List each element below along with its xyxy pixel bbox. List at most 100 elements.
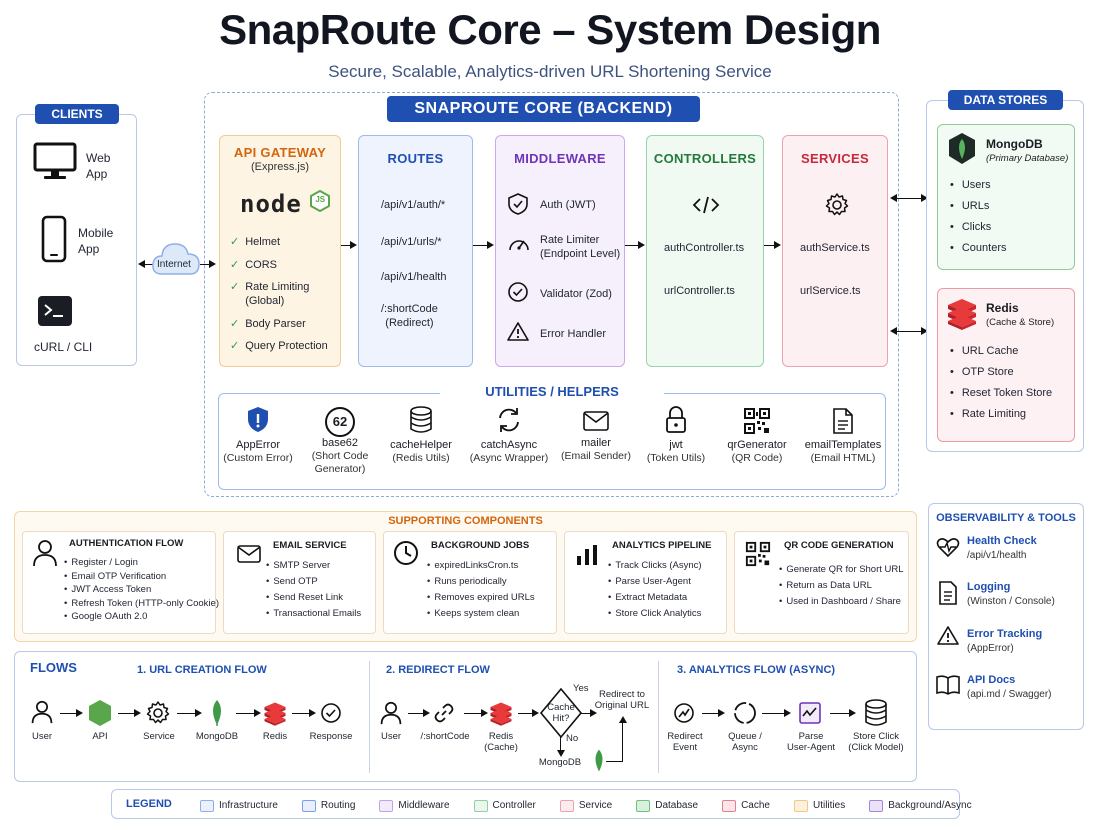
card-title: ANALYTICS PIPELINE <box>612 540 712 551</box>
arrow-line <box>292 713 310 714</box>
base62-badge-icon: 62 <box>325 407 355 437</box>
pulse-chart-icon <box>798 701 822 730</box>
obs-item-sub: (Winston / Console) <box>967 596 1055 607</box>
util-desc: (Short Code Generator) <box>311 450 369 475</box>
mongodb-sub: (Primary Database) <box>986 153 1069 164</box>
arrow-line <box>143 264 155 265</box>
refresh-icon <box>499 408 519 432</box>
client-cli-label: cURL / CLI <box>34 340 93 354</box>
monitor-icon <box>33 142 77 187</box>
obs-item-sub: /api/v1/health <box>967 550 1027 561</box>
arrow-line <box>830 713 850 714</box>
controller-item: authController.ts <box>664 242 745 254</box>
redirect-target-label: Redirect to Original URL <box>594 689 650 711</box>
util-name: catchAsync <box>480 439 538 451</box>
util-name: mailer <box>581 437 611 449</box>
warning-icon <box>936 625 960 652</box>
obs-item-title: Error Tracking <box>967 628 1043 640</box>
clock-icon <box>392 539 420 572</box>
list-item: Send Reset Link <box>266 590 361 606</box>
arrowhead <box>532 709 539 717</box>
arrow-line <box>895 331 922 332</box>
util-name: AppError <box>235 439 281 451</box>
document-icon <box>833 408 853 434</box>
database-icon <box>863 698 889 733</box>
decision-no-label: No <box>566 733 579 744</box>
warning-icon <box>507 321 529 348</box>
arrowhead <box>638 241 645 249</box>
mail-icon <box>583 411 609 431</box>
legend-label: Middleware <box>398 800 450 812</box>
arrow-line <box>200 264 210 265</box>
service-item: authService.ts <box>800 242 870 254</box>
mongodb-item: Users <box>950 175 991 196</box>
arrow-line <box>341 245 351 246</box>
list-item: Return as Data URL <box>779 578 904 594</box>
list-item: Transactional Emails <box>266 606 361 622</box>
user-icon <box>379 700 403 731</box>
util-desc: (QR Code) <box>731 452 783 464</box>
legend-label: Routing <box>320 800 356 812</box>
util-cachehelper: cacheHelper (Redis Utils) <box>382 405 460 465</box>
list-item: Register / Login <box>64 556 219 570</box>
redirect-flow-title: 2. REDIRECT FLOW <box>386 664 490 676</box>
legend-swatch <box>559 799 574 812</box>
arrow-line <box>622 722 623 762</box>
list-item: Google OAuth 2.0 <box>64 610 219 624</box>
legend-item: Cache <box>722 797 770 815</box>
arrowhead <box>254 709 261 717</box>
flow-step-label: Redis <box>262 731 288 742</box>
flows-title: FLOWS <box>30 660 77 675</box>
log-document-icon <box>938 581 958 610</box>
arrowhead <box>423 709 430 717</box>
controllers-title: CONTROLLERS <box>653 151 757 166</box>
legend-swatch <box>301 799 316 812</box>
arrowhead <box>350 241 357 249</box>
internet-cloud-icon <box>150 232 202 287</box>
js-badge-text: JS <box>315 195 326 204</box>
utilities-title: UTILITIES / HELPERS <box>440 384 664 399</box>
arrowhead <box>718 709 725 717</box>
check-circle-icon <box>507 281 529 308</box>
arrow-line <box>118 713 135 714</box>
util-desc: (Redis Utils) <box>392 452 450 464</box>
legend-item: Infrastructure <box>200 797 278 815</box>
legend-swatch <box>379 799 394 812</box>
util-mailer: mailer (Email Sender) <box>558 409 634 463</box>
arrowhead <box>921 327 928 335</box>
card-list: Register / Login Email OTP Verification … <box>64 556 219 624</box>
flow-step-label: API <box>92 731 108 742</box>
middleware-item: Auth (JWT) <box>540 199 596 211</box>
middleware-column <box>495 135 625 367</box>
mongodb-leaf-icon <box>592 748 606 779</box>
decision-label: Cache Hit? <box>547 702 575 724</box>
flow-step-label: Parse User-Agent <box>786 731 836 753</box>
flow-step-label: Redis (Cache) <box>484 731 518 753</box>
decision-yes-label: Yes <box>573 683 589 694</box>
api-gateway-title: API GATEWAY <box>233 145 327 160</box>
legend-panel <box>111 789 960 819</box>
obs-item-sub: (api.md / Swagger) <box>967 689 1052 700</box>
legend-item: Database <box>636 797 698 815</box>
flow-divider <box>369 661 370 773</box>
arrowhead <box>619 716 627 723</box>
decision-diamond <box>539 687 583 744</box>
services-column <box>782 135 888 367</box>
gauge-icon <box>673 702 695 729</box>
bar-chart-icon <box>574 543 600 572</box>
legend-item: Background/Async <box>869 797 972 815</box>
list-item: Removes expired URLs <box>427 590 534 606</box>
arrow-line <box>764 245 775 246</box>
terminal-icon <box>37 295 73 332</box>
util-name: qrGenerator <box>727 439 787 451</box>
redis-cube-icon <box>263 700 287 731</box>
flow-step-label: Service <box>143 731 175 742</box>
legend-label: Database <box>655 800 699 812</box>
redis-sub: (Cache & Store) <box>986 317 1055 328</box>
arrowhead <box>309 709 316 717</box>
arrowhead <box>557 750 565 757</box>
services-title: SERVICES <box>801 151 869 166</box>
arrow-line <box>560 737 561 751</box>
list-item: Email OTP Verification <box>64 570 219 584</box>
controllers-column <box>646 135 764 367</box>
